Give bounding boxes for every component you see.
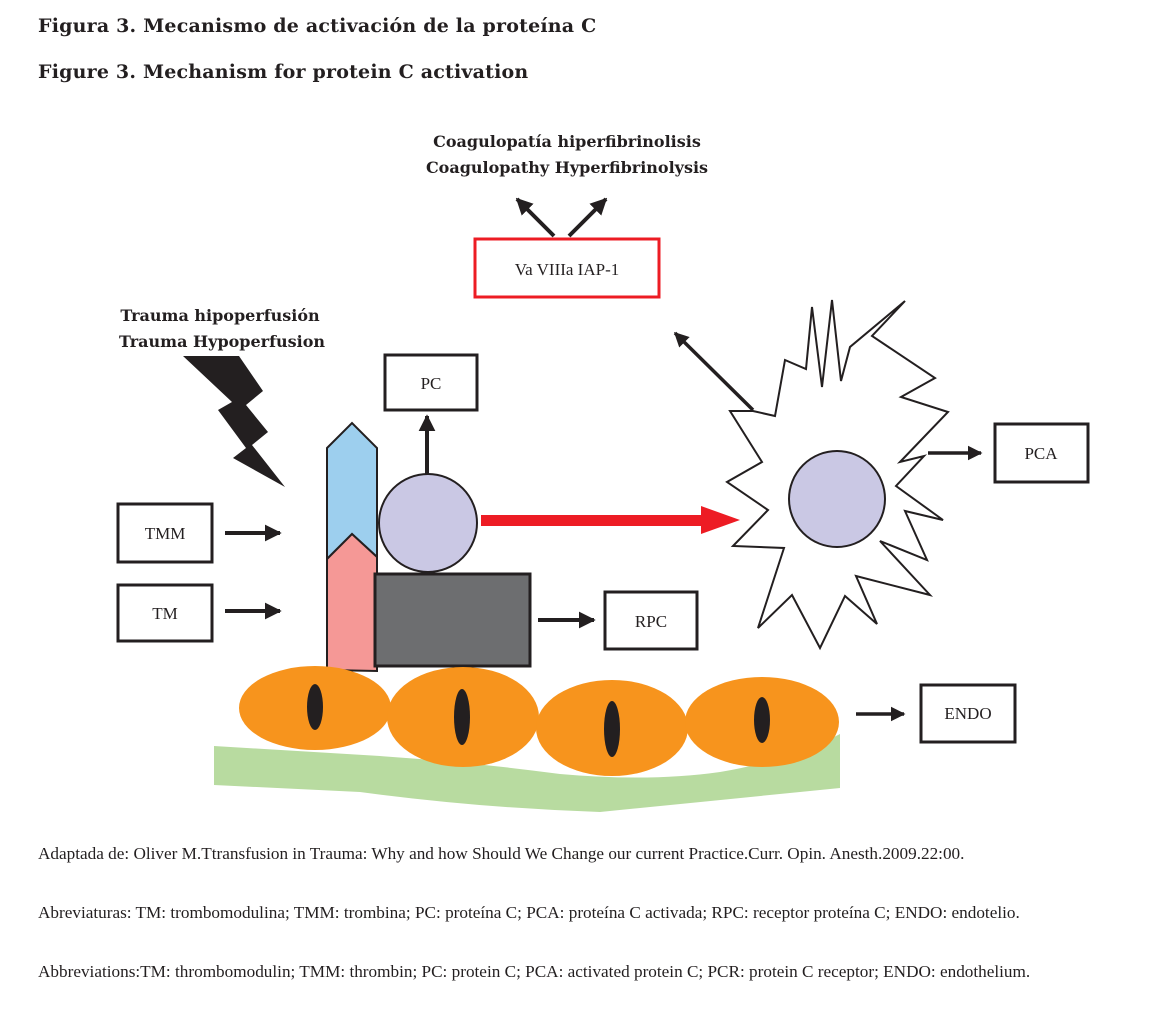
trauma-label-es: Trauma hipoperfusión	[120, 306, 320, 325]
cell-nucleus	[307, 684, 323, 730]
endo-box: ENDO	[919, 683, 1017, 744]
trauma-label-en: Trauma Hypoperfusion	[119, 332, 325, 351]
endothelial-cells	[239, 666, 839, 776]
protein-c-circle	[378, 473, 478, 573]
cell-nucleus	[754, 697, 770, 743]
tmm-box: TMM	[116, 502, 214, 564]
basement-membrane	[214, 734, 840, 812]
source-caption: Adaptada de: Oliver M.Ttransfusion in Tr…	[38, 844, 965, 863]
cell-nucleus	[454, 689, 470, 745]
arrow-to-factors	[673, 331, 755, 412]
arrow-to-coagulopathy-left	[515, 197, 556, 238]
rpc-box: RPC	[603, 590, 699, 651]
abbreviations-es: Abreviaturas: TM: trombomodulina; TMM: t…	[38, 903, 1020, 922]
thrombin-shape	[326, 532, 378, 673]
rpc-box-label: RPC	[635, 612, 667, 631]
pc-box-label: PC	[421, 374, 442, 393]
endo-box-label: ENDO	[944, 704, 991, 723]
coagulopathy-label-en: Coagulopathy Hyperfibrinolysis	[426, 158, 708, 177]
lightning-bolt-icon	[183, 356, 285, 487]
figure-title-es: Figura 3. Mecanismo de activación de la …	[38, 15, 597, 37]
figure-title-en: Figure 3. Mechanism for protein C activa…	[38, 61, 529, 83]
coagulopathy-label-es: Coagulopatía hiperfibrinolisis	[433, 132, 701, 151]
protein-c-receptor-block	[373, 572, 532, 668]
pca-box-label: PCA	[1024, 444, 1058, 463]
pca-box: PCA	[993, 422, 1090, 484]
factors-box: Va VIIIa IAP-1	[473, 237, 661, 299]
tm-box-label: TM	[152, 604, 178, 623]
arrow-to-coagulopathy-right	[567, 197, 608, 238]
protein-c-activation-diagram: Coagulopatía hiperfibrinolisis Coagulopa…	[116, 132, 1090, 812]
tm-box: TM	[116, 583, 214, 643]
activation-arrow	[481, 506, 740, 534]
factors-box-label: Va VIIIa IAP-1	[515, 260, 620, 279]
activated-protein-c-circle	[788, 450, 886, 548]
tmm-box-label: TMM	[145, 524, 186, 543]
cell-nucleus	[604, 701, 620, 757]
pc-box: PC	[383, 353, 479, 412]
abbreviations-en: Abbreviations:TM: thrombomodulin; TMM: t…	[38, 962, 1031, 981]
